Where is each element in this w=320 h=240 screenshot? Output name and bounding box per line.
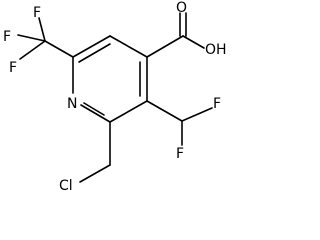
carboxylic-acid-group bbox=[146, 12, 205, 58]
chloromethyl-group bbox=[79, 121, 111, 183]
atom-label-f-top: F bbox=[33, 5, 41, 21]
ring-bond-c5-c4 bbox=[109, 35, 148, 58]
chemical-structure: F F F OH O N F F Cl bbox=[3, 0, 227, 194]
ring-bond-c6-c5 bbox=[72, 35, 111, 58]
pyridine-ring bbox=[72, 35, 148, 123]
atom-label-ring-nitrogen: N bbox=[67, 96, 77, 112]
atom-label-f-left: F bbox=[3, 29, 11, 45]
atom-label-chf2-f1: F bbox=[213, 96, 221, 112]
bond-ring-cooh bbox=[146, 35, 184, 58]
bond-cf3-f-left bbox=[17, 34, 46, 42]
atom-label-carbonyl-oxygen: O bbox=[176, 0, 187, 16]
trifluoromethyl-group bbox=[17, 17, 74, 60]
difluoromethyl-group bbox=[146, 100, 213, 146]
bond-c-oh bbox=[182, 35, 205, 49]
bond-cf3-ring bbox=[44, 40, 74, 58]
ring-bond-c2-n-inner bbox=[83, 102, 105, 116]
bond-chf2-f1 bbox=[181, 107, 213, 122]
atom-label-chlorine: Cl bbox=[59, 178, 73, 194]
ring-bond-c6-c5-inner bbox=[78, 43, 111, 63]
ring-bond-c2-n bbox=[80, 104, 111, 123]
bond-cf3-f-mid bbox=[19, 40, 46, 60]
bond-ring-chf2 bbox=[146, 100, 183, 122]
bond-cf3-f-top bbox=[38, 17, 46, 42]
ring-bond-c3-c2 bbox=[109, 100, 148, 123]
atom-label-hydroxyl: OH bbox=[205, 42, 227, 58]
atom-label-chf2-f2: F bbox=[176, 146, 184, 162]
atom-label-f-mid: F bbox=[9, 60, 17, 76]
bond-ch2-cl bbox=[79, 164, 111, 183]
